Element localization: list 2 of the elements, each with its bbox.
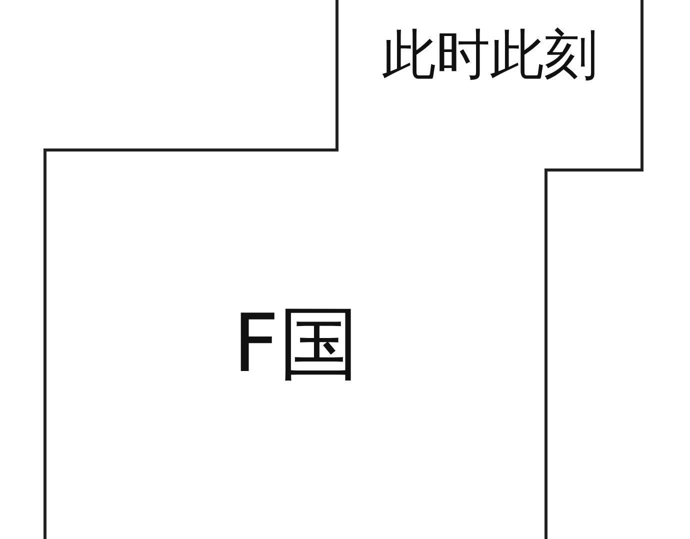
place-name: F国 bbox=[232, 296, 359, 392]
caption-text: 此时此刻 bbox=[382, 22, 598, 88]
